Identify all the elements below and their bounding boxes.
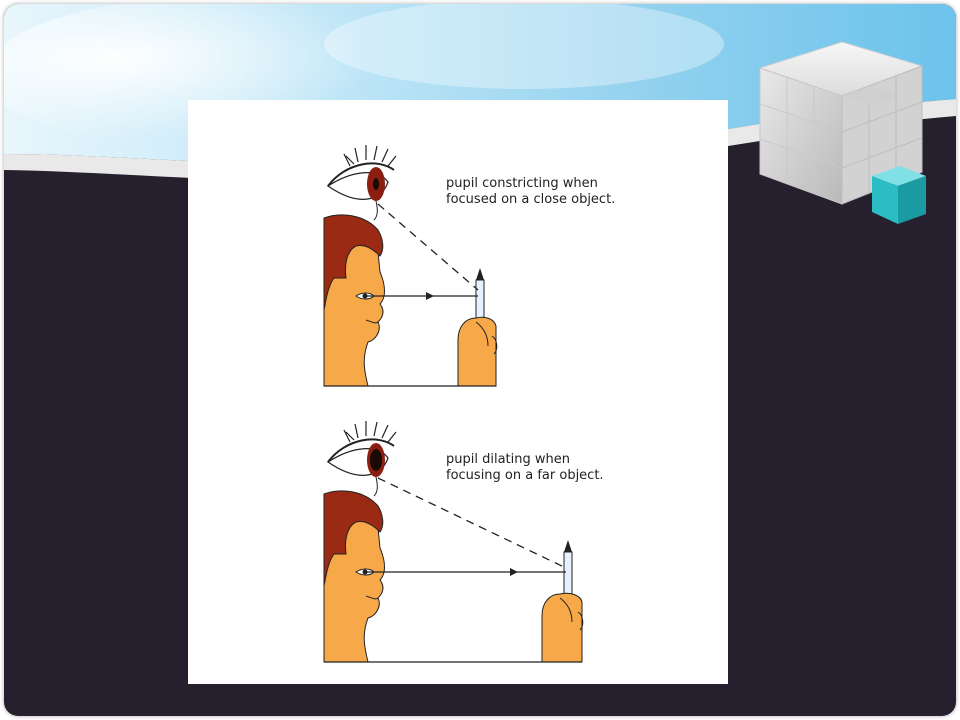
face-profile-icon bbox=[323, 490, 385, 663]
caption-line: pupil constricting when bbox=[446, 176, 598, 191]
caption-line: focusing on a far object. bbox=[446, 468, 604, 483]
caption-far-object: pupil dilating when focusing on a far ob… bbox=[446, 452, 604, 484]
caption-line: pupil dilating when bbox=[446, 452, 570, 467]
caption-close-object: pupil constricting when focused on a clo… bbox=[446, 176, 615, 208]
face-profile-icon bbox=[323, 214, 385, 387]
teal-cube-icon bbox=[872, 166, 926, 224]
panel-far-object bbox=[323, 421, 584, 663]
pencil-icon bbox=[475, 268, 485, 321]
pencil-icon bbox=[563, 540, 573, 597]
eye-constricted-icon bbox=[326, 145, 397, 221]
caption-line: focused on a close object. bbox=[446, 192, 616, 207]
eye-focus-figure: pupil constricting when focused on a clo… bbox=[188, 100, 728, 684]
slide: pupil constricting when focused on a clo… bbox=[4, 4, 956, 716]
hand-icon bbox=[541, 592, 584, 663]
panel-close-object bbox=[323, 145, 498, 387]
hand-icon bbox=[457, 316, 498, 387]
eye-dilated-icon bbox=[326, 421, 397, 497]
